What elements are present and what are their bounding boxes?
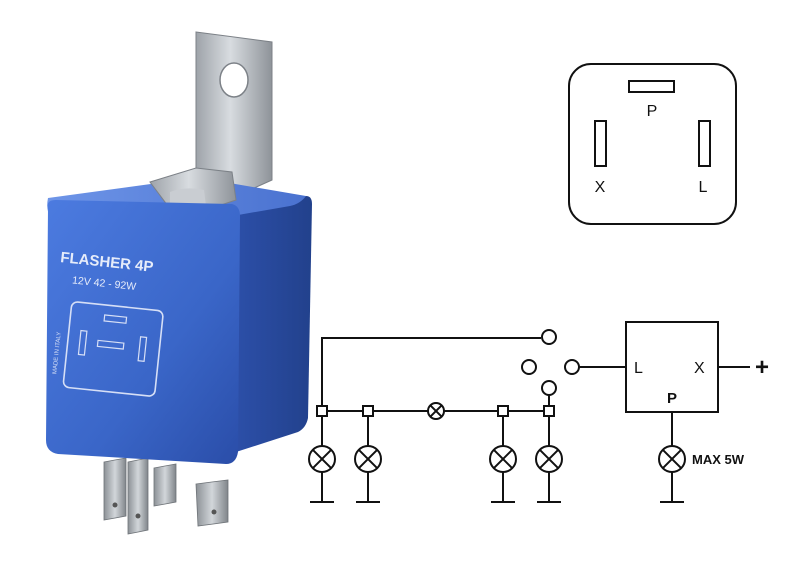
indicator-lamp: [427, 402, 445, 420]
pin-p-blade: [628, 80, 675, 93]
pinout-diagram: P X L: [568, 63, 737, 225]
pin-x-blade: [594, 120, 607, 167]
junction-3: [497, 405, 509, 417]
lamp-right-2: [535, 416, 563, 503]
junction-2: [362, 405, 374, 417]
wiring-schematic: [308, 321, 750, 503]
schematic-labels: L X P + MAX 5W: [634, 354, 769, 467]
housing-label: FLASHER 4P 12V 42 - 92W MADE IN ITALY: [52, 249, 164, 397]
housing-front: [46, 200, 240, 464]
supply-plus-label: +: [755, 354, 769, 381]
terminal-l-label: L: [634, 360, 643, 377]
pin-p-label: P: [647, 103, 658, 120]
terminal-p-label: P: [667, 390, 677, 407]
switch-contact-right: [541, 380, 557, 396]
pin-x-label: X: [595, 179, 606, 196]
terminal-x-label: X: [694, 360, 705, 377]
relay-product-image: FLASHER 4P 12V 42 - 92W MADE IN ITALY: [46, 31, 312, 535]
junction-1: [316, 405, 328, 417]
relay-pins: [103, 457, 229, 535]
junction-4: [543, 405, 555, 417]
pin-l-blade: [698, 120, 711, 167]
pin-l-label: L: [699, 179, 708, 196]
housing-side-text: MADE IN ITALY: [52, 332, 62, 375]
flasher-block: [625, 321, 719, 413]
switch-contact-left: [541, 329, 557, 345]
lamp-limit-label: MAX 5W: [692, 452, 745, 467]
lamp-right-1: [489, 416, 517, 503]
pinout-frame: [568, 63, 737, 225]
switch-contact-middle: [521, 359, 537, 375]
housing-side: [236, 196, 312, 452]
lamp-left-2: [354, 416, 382, 503]
switch-common-contact: [564, 359, 580, 375]
lamp-left-1: [308, 416, 336, 503]
pilot-lamp: [658, 412, 686, 503]
